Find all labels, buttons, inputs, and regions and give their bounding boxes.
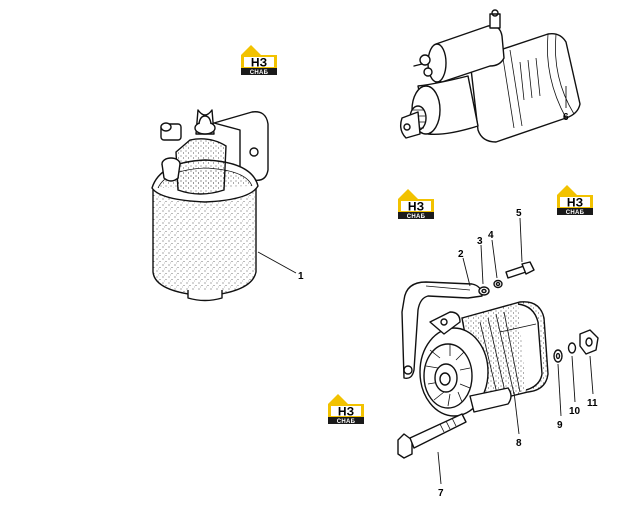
logo-top-text: НЗ (251, 56, 267, 70)
washer-part-3 (478, 286, 490, 296)
bolt-part-7 (397, 413, 467, 459)
logo-top-text: НЗ (408, 200, 424, 214)
logo-top-text: НЗ (338, 405, 354, 419)
brand-logo: НЗ СНАБ (241, 45, 277, 76)
callout-8: 8 (516, 438, 522, 449)
logo-top-text: НЗ (567, 196, 583, 210)
washer-part-4 (493, 279, 503, 289)
callout-11: 11 (587, 398, 598, 409)
nut-part-11 (579, 329, 599, 355)
logo-bottom-text: СНАБ (250, 70, 269, 76)
callout-4: 4 (488, 230, 494, 241)
callout-5: 5 (516, 208, 522, 219)
logo-roof-shape (241, 45, 261, 57)
callout-7: 7 (438, 488, 444, 499)
brand-logo: НЗ СНАБ (328, 394, 364, 425)
alternator-assembly-drawing (397, 217, 599, 485)
callout-1: 1 (298, 271, 304, 282)
callout-2: 2 (458, 249, 464, 260)
washer-part-10 (567, 342, 577, 354)
starter-motor-drawing (399, 9, 581, 143)
callout-6: 6 (563, 112, 569, 123)
brand-logo: НЗ СНАБ (557, 185, 593, 216)
brand-logo: НЗ СНАБ (398, 189, 434, 220)
logo-bottom-text: СНАБ (566, 210, 585, 216)
logo-bottom-text: СНАБ (407, 214, 426, 220)
callout-3: 3 (477, 236, 483, 247)
logo-bottom-text: СНАБ (337, 419, 356, 425)
callout-10: 10 (569, 406, 581, 417)
washer-part-9 (553, 349, 563, 363)
callout-9: 9 (557, 420, 563, 431)
bolt-part-5 (505, 261, 535, 279)
fuel-filter-drawing (151, 109, 297, 302)
